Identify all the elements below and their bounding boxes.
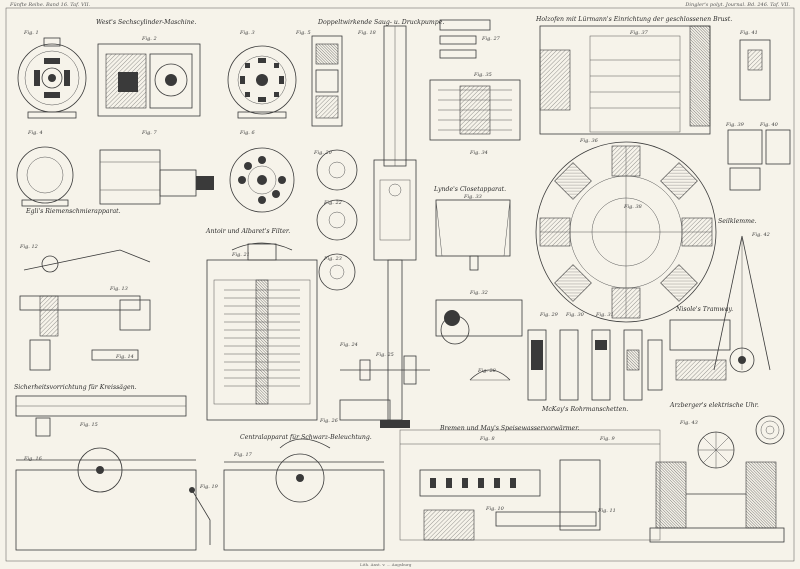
figure-label: Fig. 30 (566, 312, 584, 318)
caption-egli: Egli's Riemenschmierapparat. (26, 208, 121, 215)
west-engine-fig2 (97, 43, 201, 117)
plate-header-left: Fünfte Reihe. Band 16. Taf. VII. (10, 2, 91, 8)
figure-label: Fig. 8 (480, 436, 495, 442)
closet-fig33-34 (435, 199, 523, 337)
figure-label: Fig. 10 (486, 506, 504, 512)
weight-fig42 (713, 235, 771, 373)
figure-label: Fig. 27 (482, 36, 500, 42)
saw-safety-fig15 (15, 395, 187, 437)
plate-imprint: Lith. Anst. v. ... Augsburg (360, 562, 412, 567)
figure-label: Fig. 23 (324, 256, 342, 262)
caption-brust: Holzofen mit Lürmann's Einrichtung der g… (536, 16, 733, 23)
furnace-plan-fig38 (535, 141, 717, 323)
caption-antoir: Antoir und Albaret's Filter. (206, 228, 291, 235)
lever-fig19 (189, 487, 211, 545)
figure-label: Fig. 21 (232, 252, 250, 258)
figure-label: Fig. 2 (142, 36, 157, 42)
plate-frame (5, 7, 795, 562)
caption-sicherheit: Sicherheitsvorrichtung für Kreissägen. (14, 384, 137, 391)
figure-label: Fig. 20 (314, 150, 332, 156)
figure-label: Fig. 5 (296, 30, 311, 36)
figure-label: Fig. 6 (240, 130, 255, 136)
caption-lynde: Lynde's Closetapparat. (434, 186, 507, 193)
caption-nisole: Nisole's Tramway. (676, 306, 734, 313)
figure-label: Fig. 12 (20, 244, 38, 250)
figure-label: Fig. 22 (324, 200, 342, 206)
figure-label: Fig. 42 (752, 232, 770, 238)
egli-fig12-13 (19, 249, 151, 371)
figure-label: Fig. 4 (28, 130, 43, 136)
caption-west: West's Sechscylinder-Maschine. (96, 19, 197, 26)
figure-label: Fig. 38 (624, 204, 642, 210)
figure-label: Fig. 1 (24, 30, 39, 36)
filter-discs (316, 149, 358, 291)
west-engine-fig1 (17, 37, 87, 119)
pump-fig18 (373, 25, 417, 428)
caption-mckay: McKay's Rohrmanschetten. (542, 406, 629, 413)
figure-label: Fig. 35 (474, 72, 492, 78)
west-engine-fig3 (227, 45, 297, 119)
figure-label: Fig. 29 (540, 312, 558, 318)
figure-label: Fig. 7 (142, 130, 157, 136)
caption-pump: Doppeltwirkende Saug- u. Druckpumpe. (318, 19, 445, 26)
clamp-figs (727, 39, 791, 191)
heater-figs (399, 429, 661, 541)
figure-label: Fig. 17 (234, 452, 252, 458)
figure-label: Fig. 26 (320, 418, 338, 424)
west-engine-fig7 (99, 149, 214, 205)
mckay-tubes (527, 329, 663, 401)
figure-label: Fig. 39 (726, 122, 744, 128)
tramway-figs (669, 319, 731, 381)
closet-details (429, 19, 521, 141)
west-engine-fig6 (229, 147, 295, 213)
caption-brewer: Bremen und May's Speisewasservorwärmer. (440, 425, 580, 432)
figure-label: Fig. 11 (598, 508, 616, 514)
figure-label: Fig. 43 (680, 420, 698, 426)
figure-label: Fig. 18 (358, 30, 376, 36)
figure-label: Fig. 31 (596, 312, 614, 318)
furnace-fig36-37 (539, 25, 711, 135)
figure-label: Fig. 37 (630, 30, 648, 36)
figure-label: Fig. 32 (470, 290, 488, 296)
west-engine-fig4 (16, 146, 74, 207)
figure-label: Fig. 36 (580, 138, 598, 144)
figure-label: Fig. 34 (470, 150, 488, 156)
figure-label: Fig. 41 (740, 30, 758, 36)
figure-label: Fig. 33 (464, 194, 482, 200)
plate-header-right: Dingler's polyt. Journal. Bd. 246. Taf. … (685, 2, 790, 8)
figure-label: Fig. 40 (760, 122, 778, 128)
caption-arzberger: Arzberger's elektrische Uhr. (670, 402, 759, 409)
figure-label: Fig. 28 (478, 368, 496, 374)
figure-label: Fig. 3 (240, 30, 255, 36)
figure-label: Fig. 14 (116, 354, 134, 360)
table-fig16 (15, 447, 197, 551)
west-engine-fig5 (311, 35, 343, 127)
figure-label: Fig. 15 (80, 422, 98, 428)
figure-label: Fig. 16 (24, 456, 42, 462)
figure-label: Fig. 25 (376, 352, 394, 358)
clock-fig43 (649, 415, 785, 543)
filter-fig21 (206, 242, 318, 421)
caption-centrale: Centralapparat für Schwarz-Beleuchtung. (240, 434, 372, 441)
mechanism-fig25 (339, 355, 430, 421)
figure-label: Fig. 24 (340, 342, 358, 348)
table-fig17 (223, 438, 385, 551)
figure-label: Fig. 19 (200, 484, 218, 490)
figure-label: Fig. 9 (600, 436, 615, 442)
caption-schaffhausen: Seilklemme. (718, 218, 757, 225)
figure-label: Fig. 13 (110, 286, 128, 292)
